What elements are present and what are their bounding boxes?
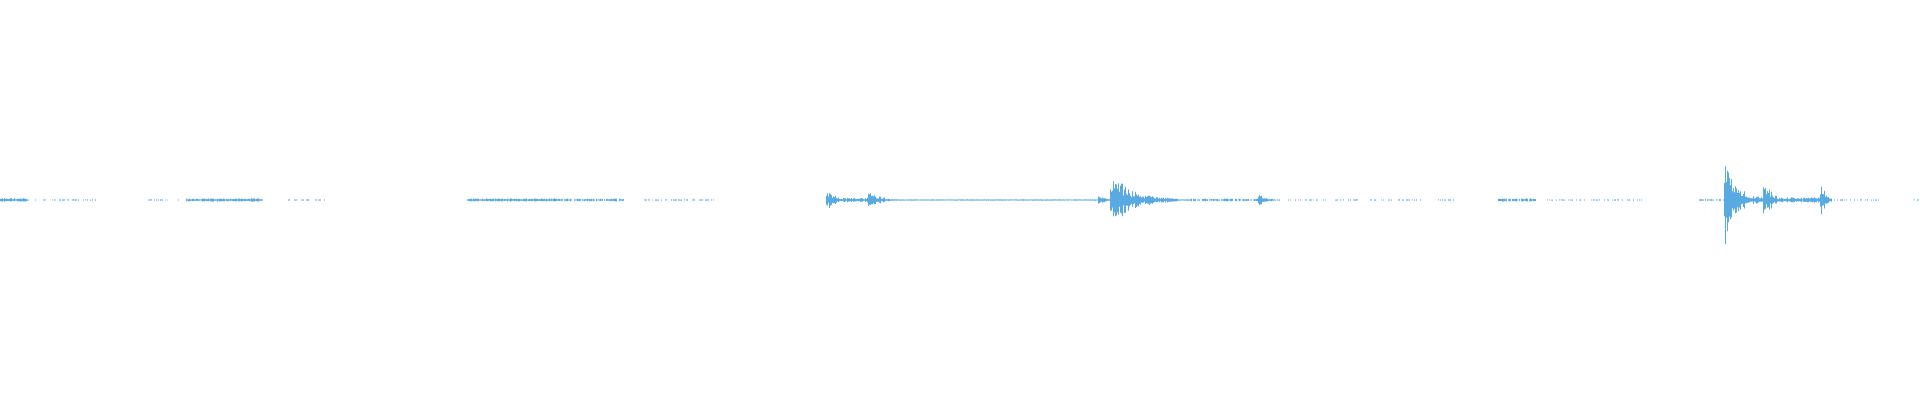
waveform-segment-22 <box>1724 166 1747 245</box>
waveform-segment-18 <box>1438 199 1454 201</box>
waveform-segment-7 <box>644 199 714 201</box>
waveform-samples <box>0 166 1919 245</box>
waveform-segment-5 <box>467 198 557 202</box>
waveform-segment-2 <box>148 199 179 201</box>
waveform-segment-9 <box>847 197 868 203</box>
waveform-segment-25 <box>1780 197 1820 203</box>
waveform-segment-1 <box>27 199 96 201</box>
waveform-segment-4 <box>288 199 325 201</box>
waveform-segment-12 <box>1098 196 1110 204</box>
waveform-segment-19 <box>1498 198 1536 202</box>
waveform-segment-16 <box>1258 195 1275 205</box>
waveform-segment-21 <box>1699 199 1724 201</box>
waveform-segment-15 <box>1190 198 1258 202</box>
waveform-segment-6 <box>557 198 624 202</box>
waveform-segment-10 <box>868 193 893 206</box>
waveform-segment-8 <box>826 193 847 208</box>
waveform-segment-0 <box>0 198 27 202</box>
waveform-segment-24 <box>1763 187 1780 214</box>
waveform-segment-23 <box>1747 196 1763 204</box>
waveform-segment-20 <box>1547 199 1642 201</box>
waveform-segment-11 <box>893 199 1098 201</box>
waveform-segment-17 <box>1275 199 1421 201</box>
waveform-segment-27 <box>1834 199 1879 201</box>
waveform-segment-3 <box>186 198 263 202</box>
waveform-segment-14 <box>1148 195 1190 205</box>
waveform-segment-26 <box>1820 186 1832 215</box>
waveform-segment-13 <box>1110 181 1148 217</box>
waveform-segment-28 <box>1914 199 1919 201</box>
